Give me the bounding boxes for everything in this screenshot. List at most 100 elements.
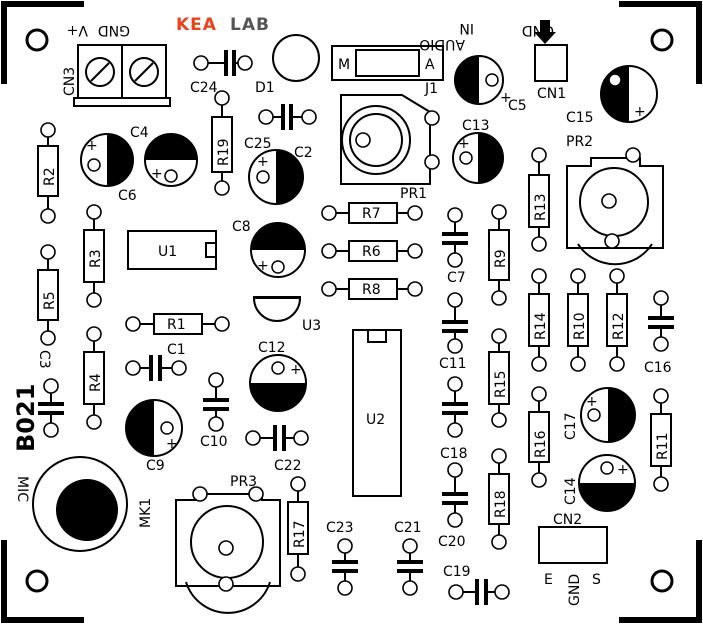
cn2-label: CN2 <box>553 512 582 528</box>
c18-label: C18 <box>440 446 468 462</box>
r14-label: R14 <box>533 312 549 340</box>
r12-resistor <box>606 276 628 364</box>
r8-label: R8 <box>362 282 381 298</box>
r16-resistor <box>528 394 550 480</box>
c13-label: C13 <box>462 118 490 134</box>
c9-plus: + <box>166 436 178 452</box>
u1-label: U1 <box>158 244 177 260</box>
r4-resistor <box>83 334 105 422</box>
r15-label: R15 <box>493 370 509 398</box>
mk1-microphone <box>32 456 128 552</box>
r7-label: R7 <box>362 206 381 222</box>
c20-label: C20 <box>438 534 466 550</box>
j1-jack <box>340 94 431 185</box>
c5-electrolytic <box>454 55 504 105</box>
cn1-in-label: IN <box>459 20 474 36</box>
cn1-gnd-label: GND <box>522 22 554 38</box>
r13-resistor <box>528 155 550 244</box>
c6-electrolytic <box>80 133 134 187</box>
j1-label: J1 <box>424 81 438 97</box>
cn2-gnd-label: GND <box>567 574 583 606</box>
c2-plus: + <box>257 154 269 170</box>
cn3-terminal-block <box>73 44 171 107</box>
c23-capacitor <box>332 546 358 588</box>
r3-resistor <box>83 212 105 300</box>
board-id: B021 <box>12 384 40 452</box>
c25-label: C25 <box>244 136 272 152</box>
cn1-connector <box>534 20 568 82</box>
r17-resistor <box>287 484 309 574</box>
c9-electrolytic <box>125 399 183 457</box>
c11-label: C11 <box>439 356 467 372</box>
c9-label: C9 <box>146 458 165 474</box>
c3-label: C3 <box>36 350 52 369</box>
r6-resistor <box>329 240 415 262</box>
c8-label: C8 <box>232 219 251 235</box>
pr3-label: PR3 <box>230 474 257 490</box>
mic-label: MIC <box>14 476 30 502</box>
c2-electrolytic <box>248 149 304 205</box>
r7-resistor <box>329 202 415 224</box>
r15-resistor <box>488 336 510 420</box>
mk1-label: MK1 <box>138 498 154 528</box>
c21-label: C21 <box>394 520 422 536</box>
c6-label: C6 <box>118 188 137 204</box>
mic-plus: + <box>60 486 72 502</box>
c23-label: C23 <box>326 520 354 536</box>
c8-plus: + <box>257 258 269 274</box>
c4-label: C4 <box>130 125 149 141</box>
c5-label: C5 <box>508 98 527 114</box>
r4-label: R4 <box>88 373 104 392</box>
c13-electrolytic <box>452 132 504 184</box>
r5-label: R5 <box>42 291 58 310</box>
c17-electrolytic <box>580 387 636 443</box>
r10-resistor <box>567 276 589 364</box>
cn1-label: CN1 <box>537 86 566 102</box>
r8-resistor <box>329 278 415 300</box>
r19-label: R19 <box>216 138 232 166</box>
u1-ic <box>127 230 217 270</box>
r2-resistor <box>37 130 59 216</box>
c19-label: C19 <box>443 564 471 580</box>
c5-plus: + <box>500 90 512 106</box>
cn3-label: CN3 <box>62 67 78 96</box>
r3-label: R3 <box>88 249 104 268</box>
c14-label: C14 <box>563 477 579 505</box>
c14-electrolytic <box>578 454 636 512</box>
cn1-audio-label: AUDIO <box>419 36 465 52</box>
u3-label: U3 <box>302 318 321 334</box>
d1-body <box>331 45 444 81</box>
r9-resistor <box>488 212 510 298</box>
r2-label: R2 <box>42 167 58 186</box>
mounting-holes <box>25 28 674 593</box>
r9-label: R9 <box>493 249 509 268</box>
logo-lab: LAB <box>230 15 270 35</box>
c15-electrolytic <box>600 65 658 123</box>
c15-plus: + <box>634 104 646 120</box>
c2-label: C2 <box>294 145 313 161</box>
u2-ic <box>352 329 402 497</box>
pr2-trimmer <box>566 157 664 266</box>
pr2-label: PR2 <box>566 134 593 150</box>
r16-label: R16 <box>533 430 549 458</box>
r1-resistor <box>133 313 222 335</box>
c6-plus: + <box>86 138 98 154</box>
r18-label: R18 <box>493 490 509 518</box>
cn2-e-label: E <box>544 572 553 588</box>
c12-electrolytic <box>249 354 307 412</box>
r11-resistor <box>650 396 672 484</box>
c4-plus: + <box>151 166 163 182</box>
c17-plus: + <box>586 394 598 410</box>
c16-label: C16 <box>644 360 672 376</box>
d1-mark-a: A <box>425 57 435 73</box>
r12-label: R12 <box>611 312 627 340</box>
c14-plus: + <box>617 462 629 478</box>
c1-label: C1 <box>167 342 186 358</box>
u2-label: U2 <box>366 412 385 428</box>
r19-resistor <box>211 98 233 188</box>
cn2-connector <box>538 526 608 564</box>
r14-resistor <box>528 276 550 364</box>
cn3-vplus-label: V+ <box>67 22 88 38</box>
r11-label: R11 <box>655 432 671 460</box>
c10-label: C10 <box>200 434 228 450</box>
